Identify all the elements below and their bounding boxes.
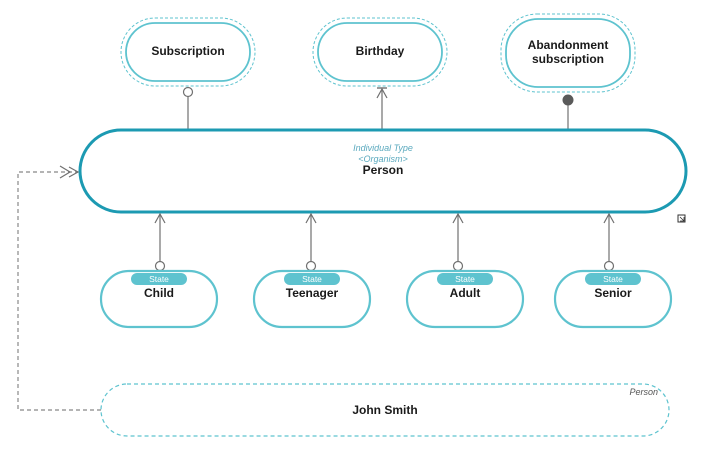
instance-node-john-smith[interactable]: Person John Smith bbox=[100, 383, 670, 437]
connector-senior[interactable] bbox=[603, 212, 615, 272]
state-badge bbox=[131, 273, 187, 285]
filled-circle-icon bbox=[562, 94, 574, 106]
open-circle-icon bbox=[603, 260, 615, 272]
state-node-label: Child bbox=[144, 286, 174, 300]
state-badge-label: State bbox=[455, 274, 475, 284]
event-node-birthday[interactable]: Birthday bbox=[312, 17, 448, 87]
event-node-outline bbox=[500, 13, 636, 93]
state-node-child[interactable]: State Child bbox=[99, 269, 219, 329]
connector-teenager[interactable] bbox=[305, 212, 317, 272]
state-node-teenager[interactable]: State Teenager bbox=[252, 269, 372, 329]
instance-node-body bbox=[100, 383, 670, 437]
state-node-adult[interactable]: State Adult bbox=[405, 269, 525, 329]
event-node-subscription[interactable]: Subscription bbox=[120, 17, 256, 87]
state-node-label: Senior bbox=[594, 286, 632, 300]
node-label: Person bbox=[363, 163, 404, 177]
double-arrow-icon bbox=[59, 165, 72, 179]
open-circle-icon bbox=[182, 86, 194, 98]
state-badge bbox=[437, 273, 493, 285]
state-node-body bbox=[405, 269, 525, 329]
state-badge bbox=[585, 273, 641, 285]
event-node-label-line-2: subscription bbox=[532, 52, 604, 66]
event-node-body bbox=[505, 18, 631, 88]
open-circle-icon bbox=[452, 260, 464, 272]
state-badge bbox=[284, 273, 340, 285]
connector-birthday[interactable] bbox=[376, 87, 388, 130]
state-badge-label: State bbox=[302, 274, 322, 284]
event-node-body bbox=[317, 22, 443, 82]
individual-type-node-person[interactable]: Individual Type <Organism> Person bbox=[78, 128, 688, 214]
instance-of-line bbox=[17, 166, 101, 411]
event-node-outline bbox=[312, 17, 448, 87]
event-node-label: Birthday bbox=[356, 44, 405, 58]
event-node-outline bbox=[120, 17, 256, 87]
event-node-abandonment-subscription[interactable]: Abandonment subscription bbox=[500, 13, 636, 93]
event-node-label-line-1: Abandonment bbox=[528, 38, 609, 52]
instance-node-label: John Smith bbox=[352, 403, 417, 417]
connector-child[interactable] bbox=[154, 212, 166, 272]
state-node-label: Teenager bbox=[286, 286, 339, 300]
event-node-label: Subscription bbox=[151, 44, 224, 58]
connector-abandonment[interactable] bbox=[562, 94, 574, 130]
instance-of-connector[interactable] bbox=[17, 165, 101, 411]
instance-type-label: Person bbox=[629, 387, 658, 397]
open-circle-icon bbox=[305, 260, 317, 272]
connector-adult[interactable] bbox=[452, 212, 464, 272]
state-badge-label: State bbox=[603, 274, 623, 284]
individual-type-node-body bbox=[78, 128, 688, 214]
expand-toggle-icon[interactable] bbox=[677, 214, 686, 223]
state-node-label: Adult bbox=[450, 286, 481, 300]
state-node-body bbox=[252, 269, 372, 329]
state-node-body bbox=[99, 269, 219, 329]
stereotype-organism: <Organism> bbox=[358, 154, 408, 164]
open-circle-icon bbox=[154, 260, 166, 272]
state-badge-label: State bbox=[149, 274, 169, 284]
stereotype-individual-type: Individual Type bbox=[353, 143, 413, 153]
connector-subscription[interactable] bbox=[182, 86, 194, 131]
state-node-body bbox=[553, 269, 673, 329]
state-node-senior[interactable]: State Senior bbox=[553, 269, 673, 329]
event-node-body bbox=[125, 22, 251, 82]
